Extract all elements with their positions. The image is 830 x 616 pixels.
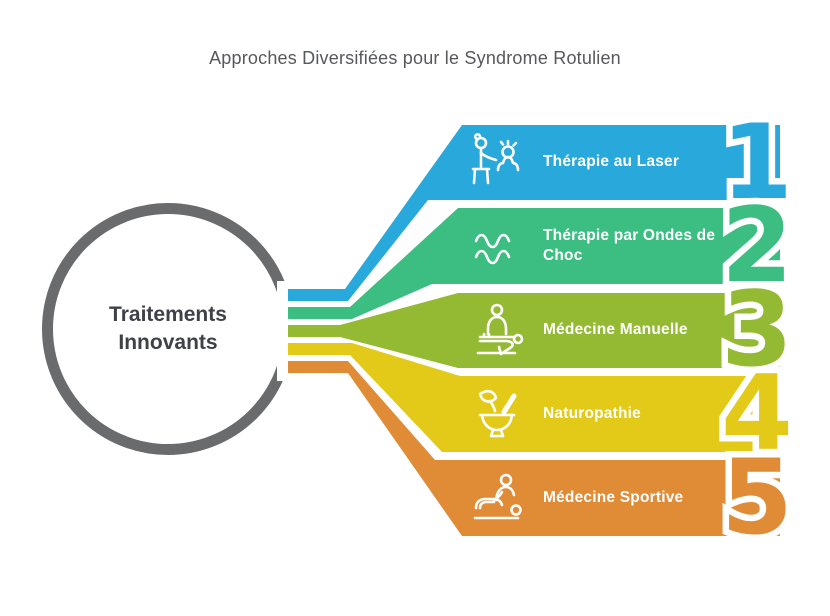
band-label-text-1: Thérapie au Laser xyxy=(543,153,680,171)
band-label-5: Médecine Sportive xyxy=(543,460,738,536)
page-title: Approches Diversifiées pour le Syndrome … xyxy=(209,48,621,68)
central-label-line1: Traitements xyxy=(109,303,227,327)
band-label-3: Médecine Manuelle xyxy=(543,293,738,368)
band-label-text-5: Médecine Sportive xyxy=(543,488,684,506)
band-number-2: 2 2 xyxy=(715,186,800,306)
band-number-1: 1 1 xyxy=(715,103,800,223)
band-shape-4 xyxy=(288,343,780,452)
naturopathy-icon xyxy=(468,385,526,443)
band-label-2: Thérapie par Ondes de Choc xyxy=(543,208,738,284)
band-label-4: Naturopathie xyxy=(543,376,738,452)
sports-medicine-icon xyxy=(468,469,526,527)
band-number-3: 3 3 xyxy=(715,270,800,390)
band-label-text-4: Naturopathie xyxy=(543,404,641,422)
shockwave-icon xyxy=(468,217,526,275)
band-label-1: Thérapie au Laser xyxy=(543,125,738,200)
band-shape-5 xyxy=(288,361,780,536)
manual-medicine-icon xyxy=(468,301,526,359)
band-shape-2 xyxy=(288,208,780,319)
band-shape-3 xyxy=(288,293,780,368)
laser-therapy-icon xyxy=(468,133,526,191)
band-number-4: 4 4 xyxy=(715,354,800,474)
band-number-5: 5 5 xyxy=(715,438,800,558)
band-label-text-2: Thérapie par Ondes de Choc xyxy=(543,226,716,264)
band-label-text-3: Médecine Manuelle xyxy=(543,321,688,339)
band-shape-1 xyxy=(288,125,780,301)
central-circle-label: Traitements Innovants xyxy=(109,301,227,356)
central-label-line2: Innovants xyxy=(118,331,218,354)
